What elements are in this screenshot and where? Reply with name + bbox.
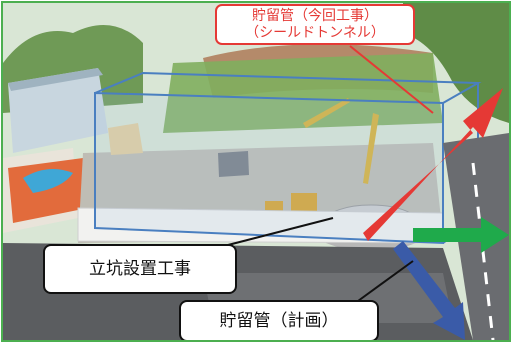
tunnel-callout-line2: （シールドトンネル） bbox=[245, 25, 385, 41]
shaft-callout: 立坑設置工事 bbox=[43, 244, 237, 294]
planned-pipe-arrow-green bbox=[413, 217, 509, 253]
existing-pipe-arrow bbox=[363, 88, 503, 241]
shaft-callout-pointer bbox=[227, 217, 334, 246]
crane-body bbox=[291, 193, 317, 211]
planned-pipe-callout: 貯留管（計画） bbox=[179, 300, 379, 340]
greenhouse-building bbox=[8, 68, 108, 153]
site-hut bbox=[218, 151, 249, 177]
planned-pipe-arrow-blue bbox=[393, 241, 465, 340]
pool bbox=[23, 169, 73, 193]
construction-site-illustration bbox=[3, 3, 509, 340]
excavator bbox=[265, 201, 283, 213]
pipe-callout-pointer bbox=[357, 260, 414, 302]
greenhouse-roof bbox=[8, 68, 103, 91]
crane-boom-2 bbox=[363, 113, 379, 184]
tunnel-callout-line1: 貯留管（今回工事） bbox=[252, 8, 378, 24]
trees-right bbox=[403, 3, 509, 123]
crane-boom bbox=[303, 98, 350, 128]
site-office bbox=[108, 123, 143, 155]
enclosure-front bbox=[94, 91, 444, 245]
enclosure-top bbox=[94, 71, 482, 104]
tunnel-callout-pointer bbox=[349, 45, 434, 114]
diagram-frame: 貯留管（今回工事） （シールドトンネル） 立坑設置工事 貯留管（計画） bbox=[1, 1, 511, 342]
tunnel-callout: 貯留管（今回工事） （シールドトンネル） bbox=[215, 4, 415, 45]
